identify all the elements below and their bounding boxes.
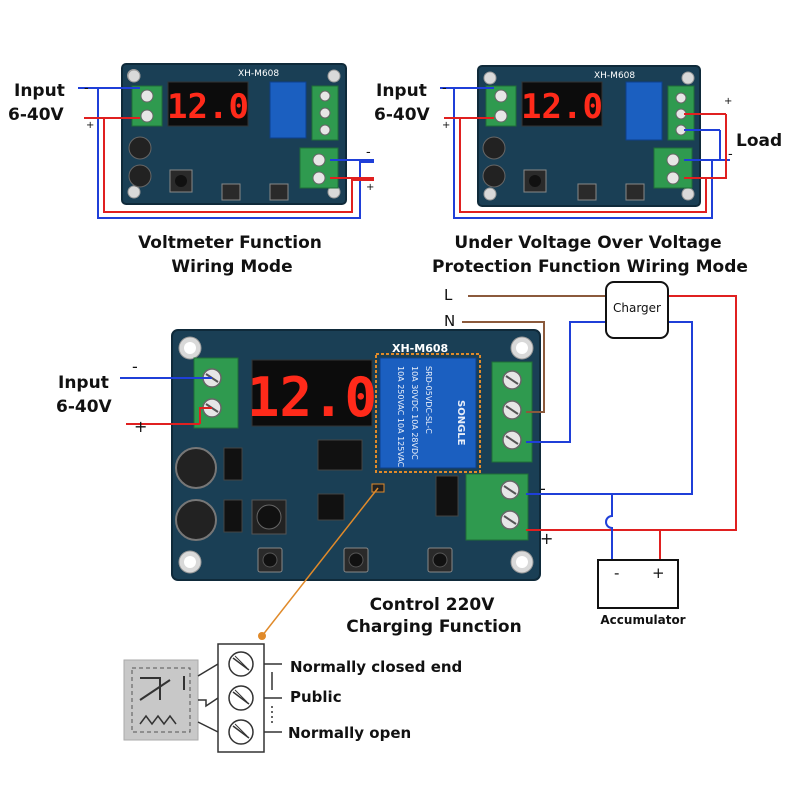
main-input-voltage: 6-40V — [56, 397, 113, 417]
tl-minus: - — [84, 81, 89, 96]
main-model: XH-M608 — [392, 342, 448, 355]
acc-plus: + — [652, 564, 665, 582]
main-out-minus: - — [540, 479, 546, 498]
nc-label: Normally closed end — [290, 658, 462, 676]
main-minus: - — [132, 357, 138, 376]
tl-out-plus: + — [366, 182, 374, 193]
voltmeter-caption-1: Voltmeter Function — [138, 233, 322, 253]
line-N: N — [444, 312, 455, 330]
tr-load-minus: - — [728, 147, 733, 162]
charger-label: Charger — [613, 301, 661, 315]
acc-minus: - — [614, 564, 619, 582]
relay-detail — [123, 643, 282, 753]
main-out-plus: + — [540, 529, 553, 548]
tl-input-voltage: 6-40V — [8, 105, 65, 125]
tr-load-plus: + — [724, 96, 732, 107]
main-display: 12.0 — [247, 366, 377, 429]
no-label: Normally open — [288, 724, 411, 742]
tl-out-minus: - — [366, 145, 371, 160]
tr-plus: + — [442, 120, 450, 131]
main-input-label: Input — [58, 373, 109, 393]
main-caption-1: Control 220V — [370, 595, 496, 615]
voltmeter-wires — [78, 87, 374, 219]
tr-load-label: Load — [736, 131, 782, 151]
tl-plus: + — [86, 120, 94, 131]
protection-caption-1: Under Voltage Over Voltage — [454, 233, 721, 253]
main-wires — [120, 295, 737, 560]
voltmeter-model: XH-M608 — [238, 69, 279, 79]
relay-callout — [258, 487, 379, 640]
protection-display: 12.0 — [521, 87, 603, 127]
relay-label: 10A 250VAC 10A 125VAC 10A 30VDC 10A 28VD… — [396, 366, 466, 468]
voltmeter-display: 12.0 — [167, 87, 249, 127]
voltmeter-board — [121, 63, 347, 205]
relay-brand: SONGLE — [455, 400, 466, 446]
line-L: L — [444, 286, 453, 304]
protection-caption-2: Protection Function Wiring Mode — [432, 257, 748, 277]
relay-rating-2: 10A 30VDC 10A 28VDC — [410, 366, 419, 460]
voltmeter-caption-2: Wiring Mode — [171, 257, 292, 277]
charger-box — [605, 281, 669, 339]
main-plus: + — [134, 417, 147, 436]
relay-rating-1: 10A 250VAC 10A 125VAC — [396, 366, 405, 468]
tl-input-label: Input — [14, 81, 65, 101]
tr-minus: - — [442, 81, 447, 96]
tr-input-voltage: 6-40V — [374, 105, 431, 125]
main-board — [171, 329, 541, 581]
accumulator-label: Accumulator — [600, 613, 685, 627]
protection-wires — [440, 87, 730, 219]
protection-model: XH-M608 — [594, 71, 635, 81]
public-label: Public — [290, 688, 342, 706]
tr-input-label: Input — [376, 81, 427, 101]
protection-board — [477, 65, 701, 207]
main-caption-2: Charging Function — [346, 617, 521, 637]
relay-model: SRD-05VDC-SL-C — [424, 366, 433, 434]
accumulator-box — [597, 559, 679, 609]
